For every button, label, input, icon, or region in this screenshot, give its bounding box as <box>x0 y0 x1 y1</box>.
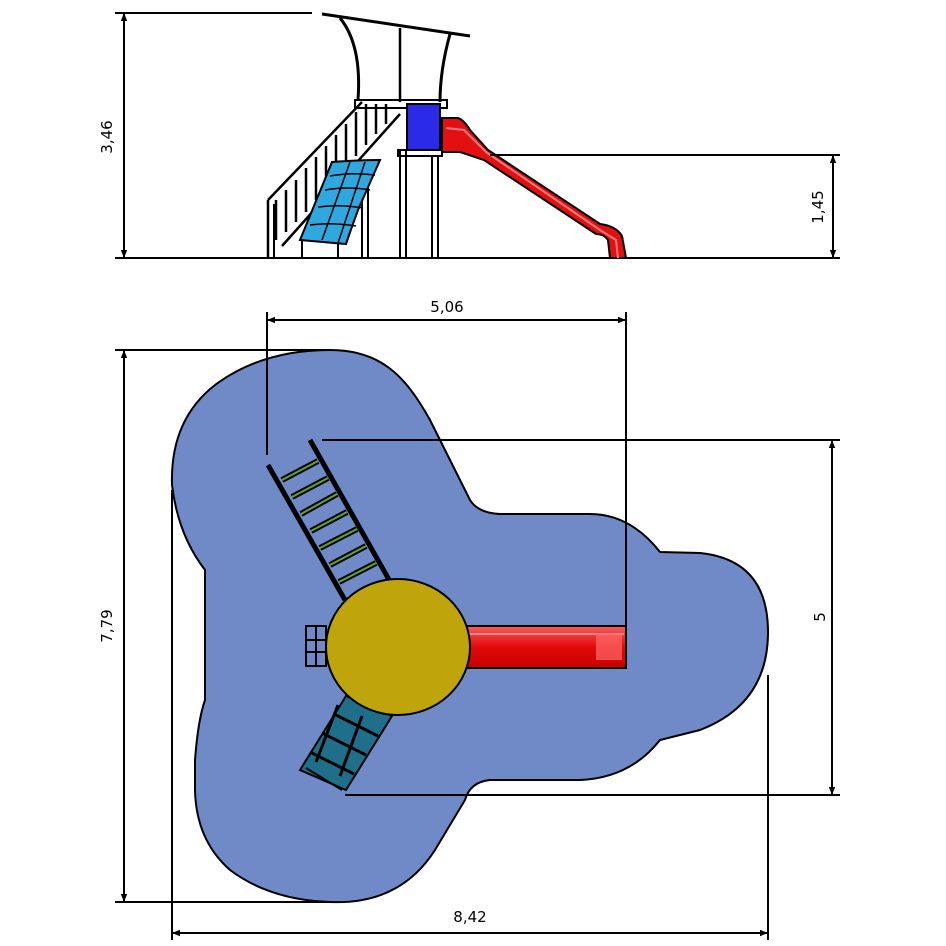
ladder-rail-left <box>265 463 348 602</box>
dim-label-total-width: 8,42 <box>453 908 486 926</box>
net-grid <box>309 161 376 244</box>
dim-label-arm-width: 5 <box>811 612 829 622</box>
elevation-climbing-net <box>298 158 382 246</box>
ladder-rail-right <box>307 438 395 587</box>
ladder <box>265 438 395 602</box>
plan-view: 5,06 7,79 5 8,42 <box>98 298 840 940</box>
elevation-slide <box>441 117 628 259</box>
elevation-panel <box>406 103 441 151</box>
roof-right-post <box>438 33 452 103</box>
platform-deck <box>354 99 448 109</box>
elevation-view: 3,46 1,45 <box>98 12 840 259</box>
dim-label-total-depth: 7,79 <box>98 609 116 642</box>
plan-slide-exit <box>596 634 622 660</box>
ramp <box>298 694 394 792</box>
roof-left-post <box>338 17 361 101</box>
dim-label-total-height: 3,46 <box>98 120 116 153</box>
central-platform <box>325 578 471 716</box>
side-step <box>305 625 327 667</box>
slide-rim <box>445 127 619 259</box>
dim-label-slide-height: 1,45 <box>809 190 827 223</box>
roof-beam <box>321 12 471 38</box>
ladder-rung-highlights <box>281 460 377 583</box>
stair-rail-top <box>267 101 363 201</box>
dim-label-slide-span: 5,06 <box>430 298 463 316</box>
